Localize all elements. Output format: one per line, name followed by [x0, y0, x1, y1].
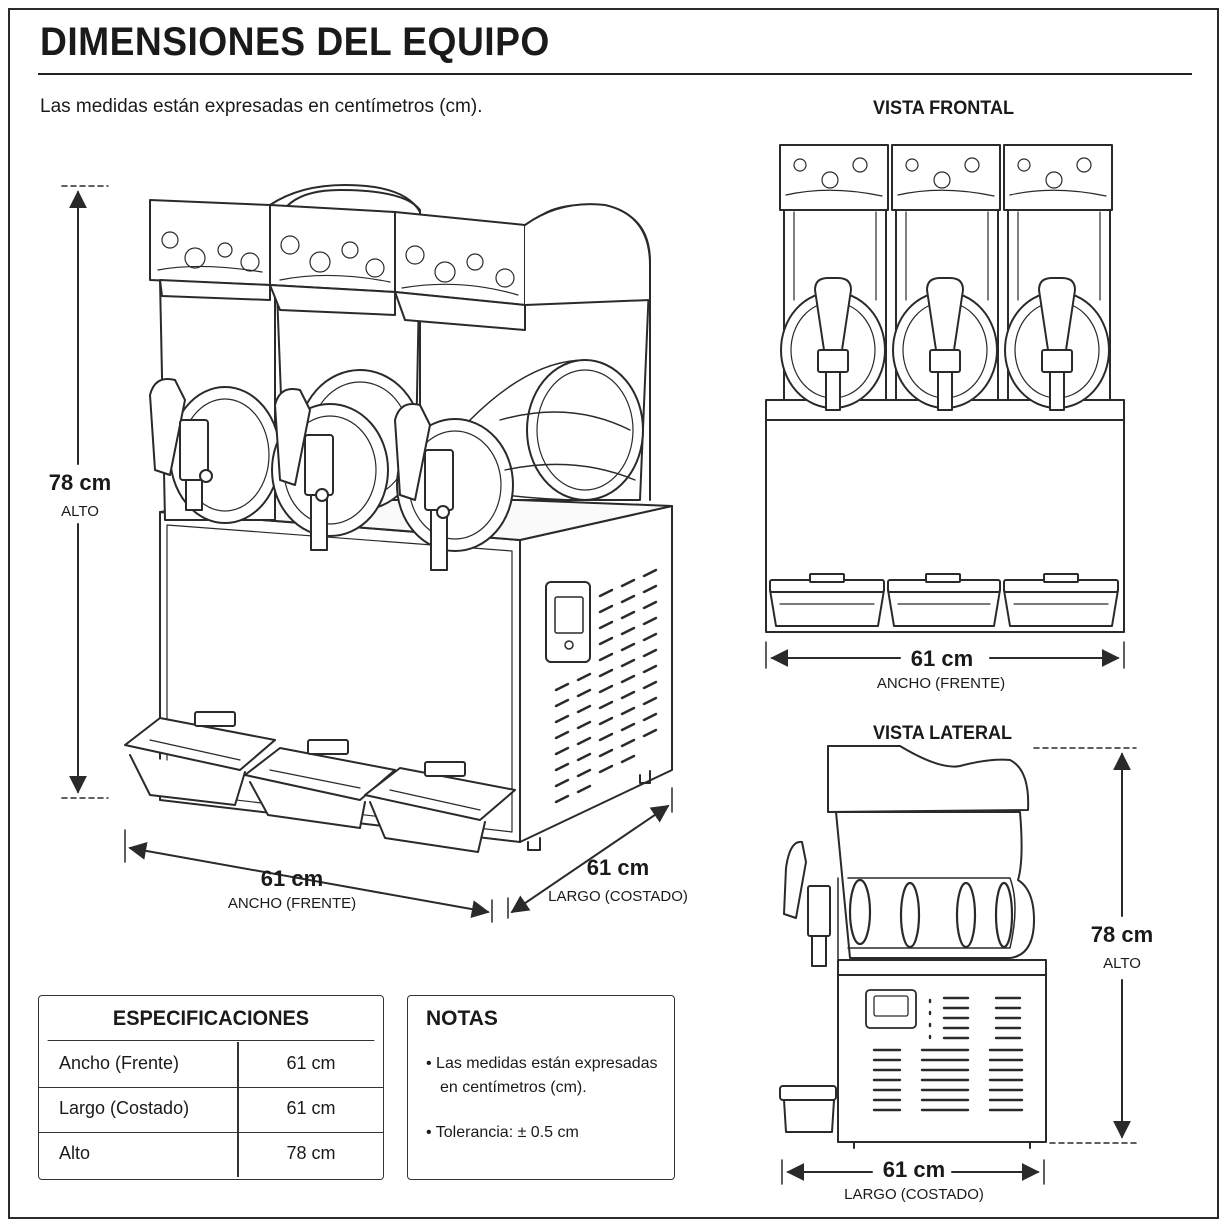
spec-value: 78 cm — [286, 1143, 336, 1163]
main-width-label: ANCHO (FRENTE) — [227, 895, 357, 912]
notes-title: NOTAS — [426, 1007, 498, 1030]
fruit-graphics — [157, 231, 519, 296]
table-row: Ancho (Frente) 61 cm — [39, 1042, 383, 1088]
note-item-1-line-1: • Las medidas están expresadas — [426, 1055, 658, 1072]
table-row: Alto 78 cm — [39, 1132, 383, 1177]
spec-value: 61 cm — [286, 1053, 336, 1073]
spec-label: Ancho (Frente) — [59, 1053, 180, 1073]
specifications-table: ESPECIFICACIONES Ancho (Frente) 61 cm La… — [38, 995, 384, 1180]
front-view-illustration — [765, 144, 1125, 633]
side-view-illustration — [779, 745, 1047, 1149]
main-height-label: ALTO — [61, 503, 99, 520]
front-width-label: ANCHO (FRENTE) — [876, 675, 1006, 692]
side-dimension-lines — [781, 747, 1137, 1185]
column-divider — [237, 1132, 239, 1177]
page-subtitle: Las medidas están expresadas en centímet… — [40, 96, 483, 117]
side-height-label: ALTO — [1103, 955, 1141, 972]
front-width-value: 61 cm — [910, 646, 974, 671]
page-title: DIMENSIONES DEL EQUIPO — [40, 20, 550, 64]
main-height-value: 78 cm — [48, 470, 112, 495]
side-view-title: VISTA LATERAL — [873, 723, 1013, 744]
column-divider — [237, 1087, 239, 1132]
specifications-title: ESPECIFICACIONES — [47, 996, 375, 1041]
front-view-title: VISTA FRONTAL — [873, 98, 1015, 119]
spec-label: Largo (Costado) — [59, 1098, 190, 1118]
main-dimension-lines — [61, 185, 673, 923]
main-machine-illustration — [124, 184, 673, 853]
side-height-value: 78 cm — [1090, 922, 1154, 947]
notes-panel: NOTAS • Las medidas están expresadas en … — [407, 995, 675, 1180]
column-divider — [237, 1042, 239, 1087]
spec-label: Alto — [59, 1143, 91, 1163]
title-divider — [38, 73, 1192, 75]
table-row: Largo (Costado) 61 cm — [39, 1087, 383, 1133]
side-depth-value: 61 cm — [882, 1157, 946, 1182]
tap-handles — [149, 378, 454, 571]
vent-grill — [554, 568, 658, 804]
main-depth-label: LARGO (COSTADO) — [548, 888, 688, 905]
main-width-value: 61 cm — [260, 866, 324, 891]
spec-value: 61 cm — [286, 1098, 336, 1118]
drip-trays — [124, 711, 516, 853]
note-item-1-line-2: en centímetros (cm). — [440, 1079, 587, 1096]
side-depth-label: LARGO (COSTADO) — [844, 1186, 984, 1203]
main-depth-value: 61 cm — [586, 855, 650, 880]
page-frame — [8, 8, 1219, 1219]
front-dimension-lines — [765, 641, 1125, 669]
note-item-2: • Tolerancia: ± 0.5 cm — [426, 1124, 579, 1141]
